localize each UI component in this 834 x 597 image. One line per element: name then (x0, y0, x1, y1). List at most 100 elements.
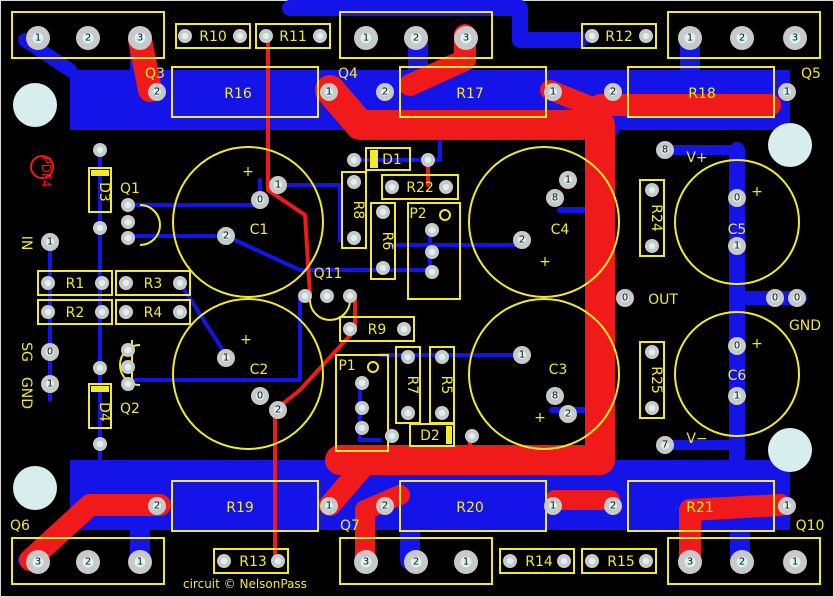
pad-hole (736, 556, 748, 568)
label-d2: D2 (420, 428, 440, 444)
plus-c4: + (539, 254, 551, 270)
pad-hole (608, 87, 618, 97)
pad-number: 0 (734, 193, 740, 204)
pad-number: 0 (772, 293, 778, 304)
pad-number: 2 (382, 87, 388, 98)
pad-hole (550, 193, 560, 203)
mount-hole-bl (13, 466, 57, 510)
pad-hole (96, 364, 104, 372)
pad-number: 3 (137, 33, 143, 44)
pad-hole (44, 308, 52, 316)
pad-hole (388, 432, 396, 440)
pad-hole (358, 379, 366, 387)
label-r4: R4 (144, 305, 163, 321)
pad-number: 0 (794, 293, 800, 304)
pad-hole (736, 32, 748, 44)
pad-hole (273, 180, 283, 190)
pad-hole (350, 178, 358, 186)
plus-c3: + (534, 410, 546, 426)
pad-number: 1 (550, 501, 556, 512)
pad-hole (323, 292, 331, 300)
pad-number: 2 (739, 557, 745, 568)
silk-labels: R16 R17 R18 R19 R20 R21 R10 R11 R12 R13 … (10, 29, 824, 591)
mounting-holes (13, 83, 812, 510)
pad-number: 1 (137, 557, 143, 568)
label-r10: R10 (199, 29, 227, 45)
pad-hole (134, 556, 146, 568)
label-q7: Q7 (340, 518, 360, 534)
pad-number: 3 (463, 33, 469, 44)
pad-hole (176, 308, 184, 316)
pad-hole (563, 409, 573, 419)
pad-number: 0 (622, 293, 628, 304)
pad-hole (548, 87, 558, 97)
pad-hole (255, 391, 265, 401)
label-q2: Q2 (120, 401, 140, 417)
pad-number: 1 (792, 557, 798, 568)
q3-outline (11, 11, 165, 59)
pad-number: 1 (275, 180, 281, 191)
pad-hole (517, 350, 527, 360)
pad-hole (388, 183, 396, 191)
pad-hole (506, 557, 514, 565)
label-r3: R3 (144, 276, 163, 292)
pad-number: 3 (792, 33, 798, 44)
pad-hole (410, 556, 422, 568)
pad-hole (563, 175, 573, 185)
label-d1: D1 (382, 152, 402, 168)
label-r17: R17 (456, 86, 484, 102)
pad-number: 1 (784, 501, 790, 512)
pad-hole (770, 293, 780, 303)
label-out: OUT (648, 292, 678, 308)
pad-hole (660, 145, 670, 155)
pad-hole (124, 234, 132, 242)
pad-hole (82, 556, 94, 568)
pad-hole (32, 32, 44, 44)
pad-hole (732, 391, 742, 401)
pad-hole (732, 193, 742, 203)
label-r18: R18 (688, 86, 716, 102)
pad-hole (424, 156, 432, 164)
q6-outline (11, 537, 165, 585)
pad-hole (732, 241, 742, 251)
pad-number: 2 (413, 557, 419, 568)
label-q11: Q11 (314, 266, 343, 282)
label-r15: R15 (607, 554, 635, 570)
pad-hole (124, 346, 132, 354)
label-c5: C5 (728, 222, 747, 238)
logo-text: PDF4 (39, 156, 53, 187)
label-q3: Q3 (145, 66, 165, 82)
pad-number: 2 (565, 409, 571, 420)
pad-hole (358, 404, 366, 412)
pad-number: 1 (734, 241, 740, 252)
pad-number: 3 (363, 557, 369, 568)
label-r19: R19 (226, 500, 254, 516)
pad-hole (122, 308, 130, 316)
label-c6: C6 (728, 368, 747, 384)
pad-hole (45, 347, 55, 357)
pad-hole (346, 292, 354, 300)
label-r11: R11 (279, 29, 307, 45)
pad-hole (152, 87, 162, 97)
pad-hole (45, 379, 55, 389)
pad-number: 0 (257, 391, 263, 402)
pad-hole (262, 32, 270, 40)
label-r5: R5 (438, 376, 454, 395)
pad-hole (428, 268, 436, 276)
pad-number: 8 (552, 391, 558, 402)
pad-hole (648, 404, 656, 412)
label-r6: R6 (379, 232, 395, 251)
pad-hole (684, 556, 696, 568)
pad-hole (181, 32, 189, 40)
pad-hole (176, 279, 184, 287)
pad-hole (358, 424, 366, 432)
pad-hole (96, 146, 104, 154)
pad-number: 2 (519, 235, 525, 246)
label-p1: P1 (338, 358, 355, 374)
label-r14: R14 (525, 554, 553, 570)
q4-outline (339, 11, 493, 59)
pad-hole (588, 32, 596, 40)
label-d3: D3 (96, 182, 112, 202)
